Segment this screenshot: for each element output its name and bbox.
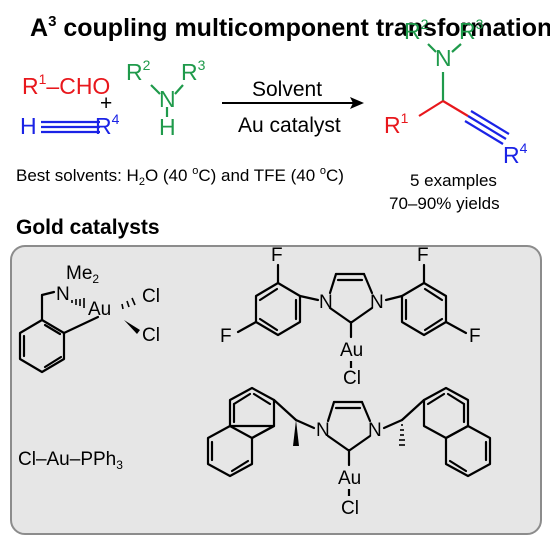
amine-r2: R2	[126, 57, 151, 85]
cat1-au: Au	[88, 299, 111, 320]
cat1-hashed-bond	[71, 298, 85, 308]
cat2-n-left: N	[319, 292, 333, 313]
cat2-au: Au	[340, 340, 363, 361]
cat4-n-right: N	[368, 420, 382, 441]
cat2-f-right: F	[469, 326, 481, 347]
alkyne-h: H	[20, 113, 37, 139]
cat2-f-top-right: F	[417, 245, 429, 266]
cat4-left-methyl-wedge	[293, 420, 299, 446]
product-r2: R2	[404, 16, 429, 44]
catalyst-cyclometalated-au: Me2 N Au Cl Cl	[18, 263, 160, 374]
alkyne-triple-bond	[41, 120, 100, 134]
catalysts-panel	[10, 245, 542, 535]
title-a: A	[30, 14, 48, 42]
cat2-f-top-left: F	[271, 245, 283, 266]
catalyst-naphthyl-nhc: N N Au Cl	[206, 386, 492, 519]
reaction-arrowhead	[350, 97, 364, 109]
arrow-label-catalyst: Au catalyst	[238, 114, 341, 137]
cat1-cl-lower: Cl	[142, 325, 160, 346]
cat1-me2: Me2	[66, 263, 99, 286]
title-sup: 3	[48, 13, 56, 30]
cat2-cl: Cl	[343, 368, 361, 389]
catalysts-heading: Gold catalysts	[16, 216, 160, 239]
cat2-f-left: F	[220, 326, 232, 347]
plus-sign: +	[100, 92, 112, 115]
product-r4: R4	[503, 140, 528, 168]
examples-count: 5 examples	[410, 171, 497, 190]
amine-r3: R3	[181, 57, 206, 85]
catalyst-ph3paucl: Cl–Au–PPh3	[18, 449, 123, 472]
amine-h: H	[159, 114, 176, 140]
product-amine-bonds	[427, 43, 462, 53]
cat4-n-left: N	[316, 420, 330, 441]
yields-range: 70–90% yields	[389, 194, 500, 213]
cat1-n: N	[56, 284, 70, 305]
amine-bonds	[150, 84, 184, 117]
catalyst-difluorophenyl-nhc: F F F F N N Au Cl	[220, 245, 481, 389]
cat4-cl: Cl	[341, 498, 359, 519]
product-n: N	[435, 45, 452, 71]
cat1-cl-upper: Cl	[142, 286, 160, 307]
best-solvents-note: Best solvents: H2O (40 oC) and TFE (40 o…	[16, 165, 344, 188]
cat4-au: Au	[338, 468, 361, 489]
product-r3: R3	[459, 16, 484, 44]
cat1-hashed-cl	[121, 297, 136, 310]
alkyne-r4: R4	[95, 111, 120, 139]
cat4-right-methyl-hash	[399, 424, 405, 446]
cat2-n-right: N	[370, 292, 384, 313]
scheme-title: A3 coupling multicomponent transformatio…	[30, 13, 550, 42]
cat1-wedge-cl	[124, 320, 140, 334]
title-rest: coupling multicomponent transformation	[56, 14, 550, 42]
product-alkyne	[464, 110, 510, 145]
product-skeleton	[418, 100, 469, 117]
product-r1: R1	[384, 110, 409, 138]
aldehyde: R1–CHO	[22, 71, 110, 99]
amine-n: N	[159, 86, 176, 112]
arrow-label-solvent: Solvent	[252, 78, 322, 101]
